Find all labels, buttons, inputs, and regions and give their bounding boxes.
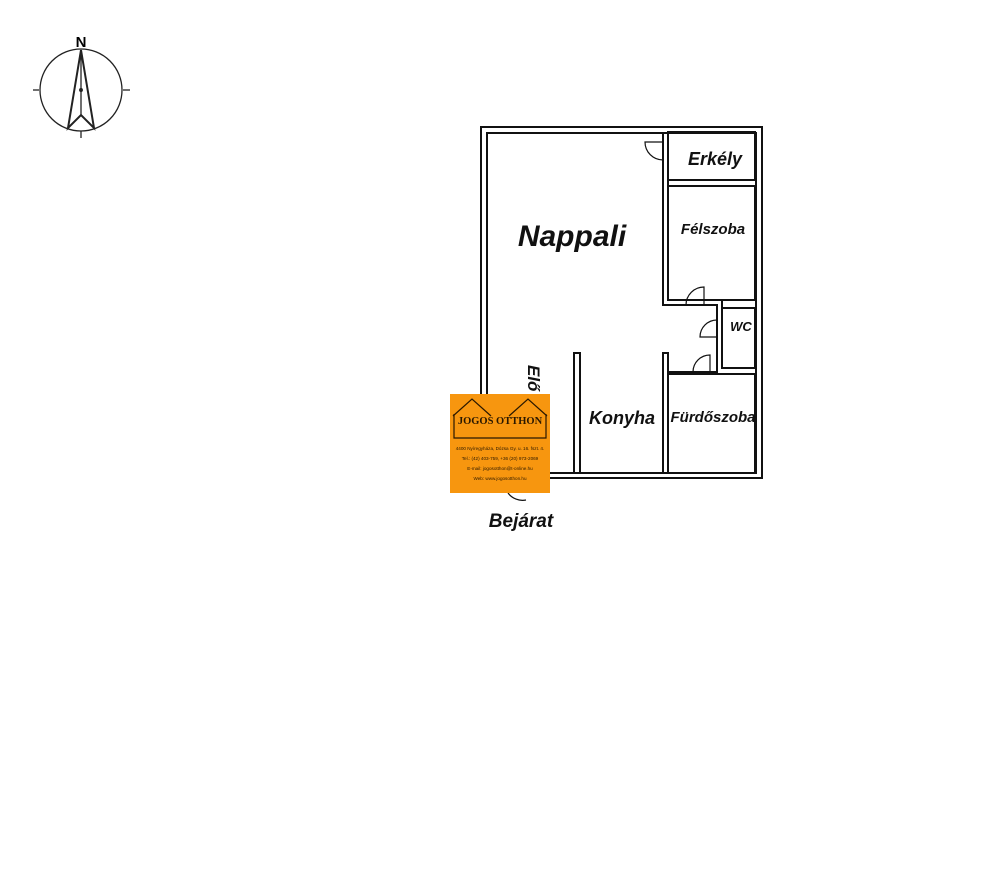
- house-roof-icon: [452, 398, 548, 439]
- logo-email: E-mail: jogosotthon@t-online.hu: [467, 466, 533, 471]
- room-label-furdoszoba: Fürdőszoba: [671, 409, 756, 426]
- compass: [33, 48, 130, 138]
- room-label-konyha: Konyha: [589, 408, 655, 428]
- logo-phone: Tel.: (42) 403-759, +36 (20) 973-2069: [461, 456, 539, 461]
- room-label-nappali: Nappali: [518, 220, 627, 253]
- doors: [507, 141, 718, 501]
- room-label-wc: WC: [730, 319, 752, 334]
- compass-north-label: N: [76, 34, 87, 51]
- room-label-felszoba: Félszoba: [681, 221, 745, 238]
- logo-name: JOGOS OTTHON: [457, 416, 543, 427]
- entrance-label: Bejárat: [489, 511, 554, 532]
- walls: [480, 126, 763, 479]
- room-label-erkely: Erkély: [688, 149, 743, 169]
- room-label-eloszoba: Elő: [524, 365, 543, 392]
- logo-address: 4400 Nyíregyháza, Dózsa Gy. u. 16. fszt.…: [455, 446, 545, 451]
- logo-web: Web: www.jogosotthon.hu: [473, 476, 527, 481]
- agency-logo: JOGOS OTTHON 4400 Nyíregyháza, Dózsa Gy.…: [450, 394, 550, 493]
